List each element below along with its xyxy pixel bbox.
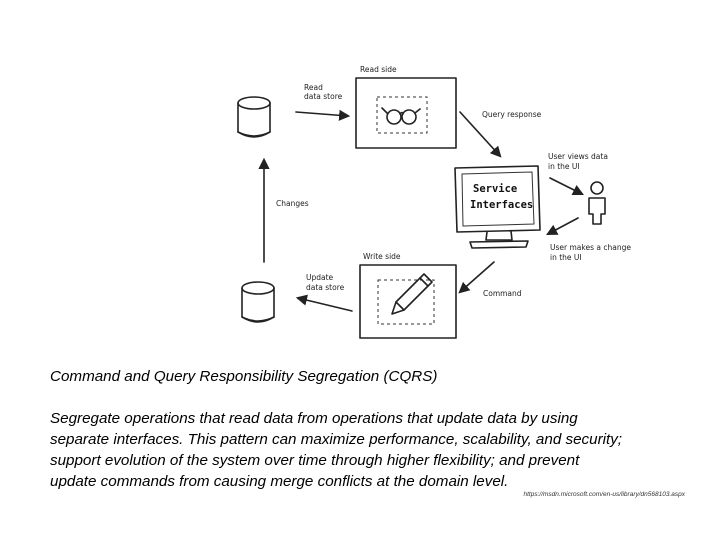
write-side-inner-frame (377, 279, 435, 325)
read-side-inner-frame (376, 96, 428, 134)
read-data-store-icon (237, 96, 271, 138)
changes-label: Changes (276, 199, 309, 208)
user-views-data-arrow (549, 177, 585, 196)
service-interfaces-label-1: Service (473, 183, 517, 195)
user-views-label-2: in the UI (548, 162, 580, 171)
caption-line-2: separate interfaces. This pattern can ma… (50, 431, 623, 448)
update-data-store-icon (241, 281, 275, 323)
caption-line-1: Segregate operations that read data from… (50, 410, 578, 427)
read-data-store-arrow (295, 109, 351, 121)
user-makes-change-arrow (546, 217, 579, 236)
user-icon (588, 181, 606, 225)
user-views-label-1: User views data (548, 152, 608, 161)
cqrs-diagram: Changes Read data store Read side Query … (237, 65, 631, 339)
pencil-icon (391, 273, 433, 315)
user-change-label-2: in the UI (550, 253, 582, 262)
command-label: Command (483, 289, 522, 298)
update-data-store-arrow (295, 294, 353, 312)
caption-title: Command and Query Responsibility Segrega… (50, 368, 438, 385)
update-data-store-label-2: data store (306, 283, 345, 292)
query-response-arrow (459, 111, 502, 158)
source-link[interactable]: https://msdn.microsoft.com/en-us/library… (523, 491, 686, 498)
write-side-box (359, 264, 457, 339)
user-change-label-1: User makes a change (550, 243, 631, 252)
write-side-label: Write side (363, 252, 401, 261)
read-side-box (355, 77, 457, 149)
read-side-label: Read side (360, 65, 397, 74)
caption: Command and Query Responsibility Segrega… (50, 366, 690, 492)
caption-line-3: support evolution of the system over tim… (50, 452, 580, 469)
read-data-store-label-2: data store (304, 92, 343, 101)
service-interfaces-monitor-icon (454, 165, 541, 249)
command-arrow (458, 261, 495, 294)
read-data-store-label-1: Read (304, 83, 323, 92)
caption-line-4: update commands from causing merge confl… (50, 473, 509, 490)
query-response-label: Query response (482, 110, 542, 119)
service-interfaces-label-2: Interfaces (470, 199, 533, 211)
update-data-store-label-1: Update (306, 273, 334, 282)
glasses-icon (381, 107, 421, 125)
